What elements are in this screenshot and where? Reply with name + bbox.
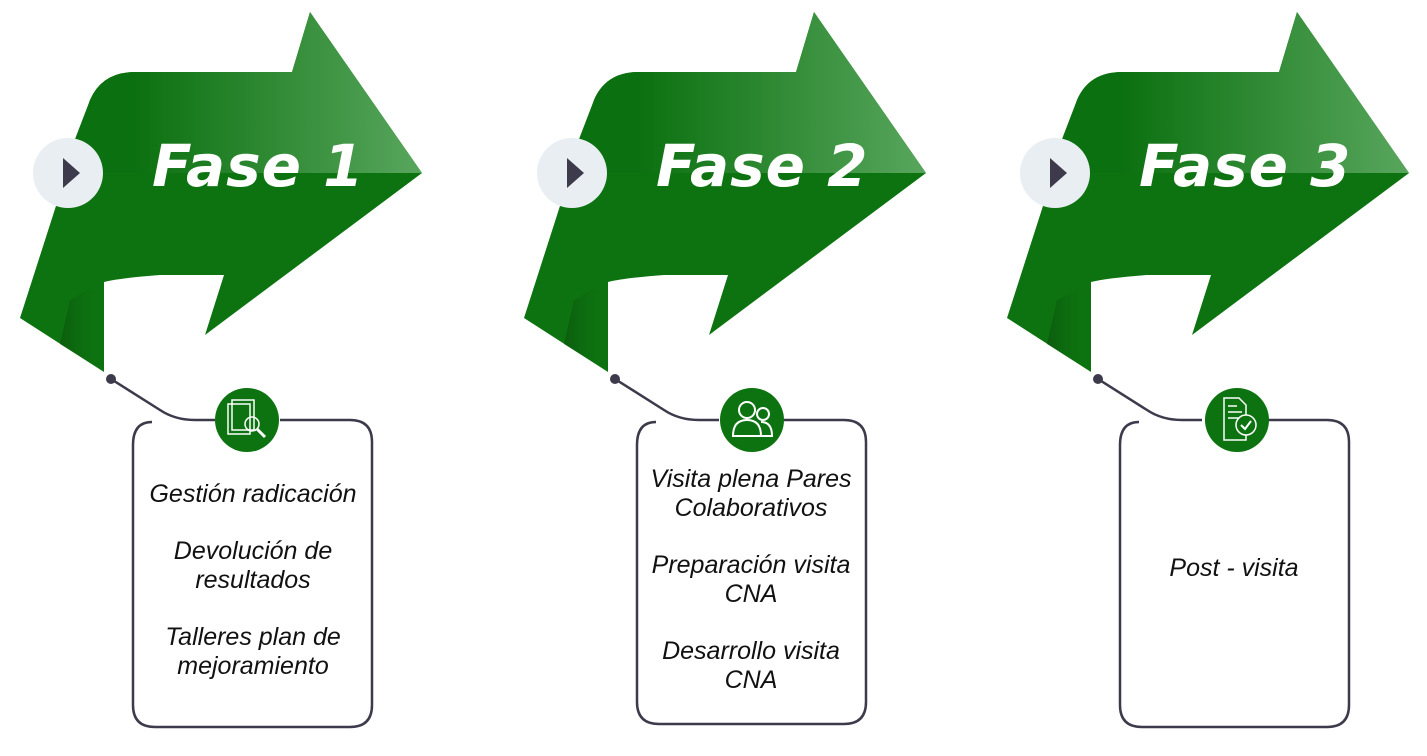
phase-2-item: Desarrollo visita CNA (662, 637, 840, 694)
phase-3-box: Post - visita (1121, 452, 1347, 684)
phase-1-item: Talleres plan de mejoramiento (165, 622, 341, 680)
phase-1-item: Gestión radicación (149, 479, 357, 508)
phase-1-box: Gestión radicación Devolución de resulta… (138, 460, 368, 700)
phase-2-arrow (522, 10, 928, 726)
phase-3-title: Fase 3 (1139, 132, 1352, 200)
phase-2-item: Visita plena Pares Colaborativos (650, 465, 852, 522)
phase-3-item: Post - visita (1169, 553, 1299, 582)
phase-2-item: Preparación visita CNA (651, 551, 851, 608)
phase-3-arrow (1005, 10, 1411, 729)
phase-1-title: Fase 1 (152, 132, 365, 200)
phase-1-arrow (18, 10, 424, 729)
phase-2-title: Fase 2 (656, 132, 869, 200)
phase-2-box: Visita plena Pares Colaborativos Prepara… (638, 450, 864, 710)
phase-1-item: Devolución de resultados (173, 536, 333, 594)
